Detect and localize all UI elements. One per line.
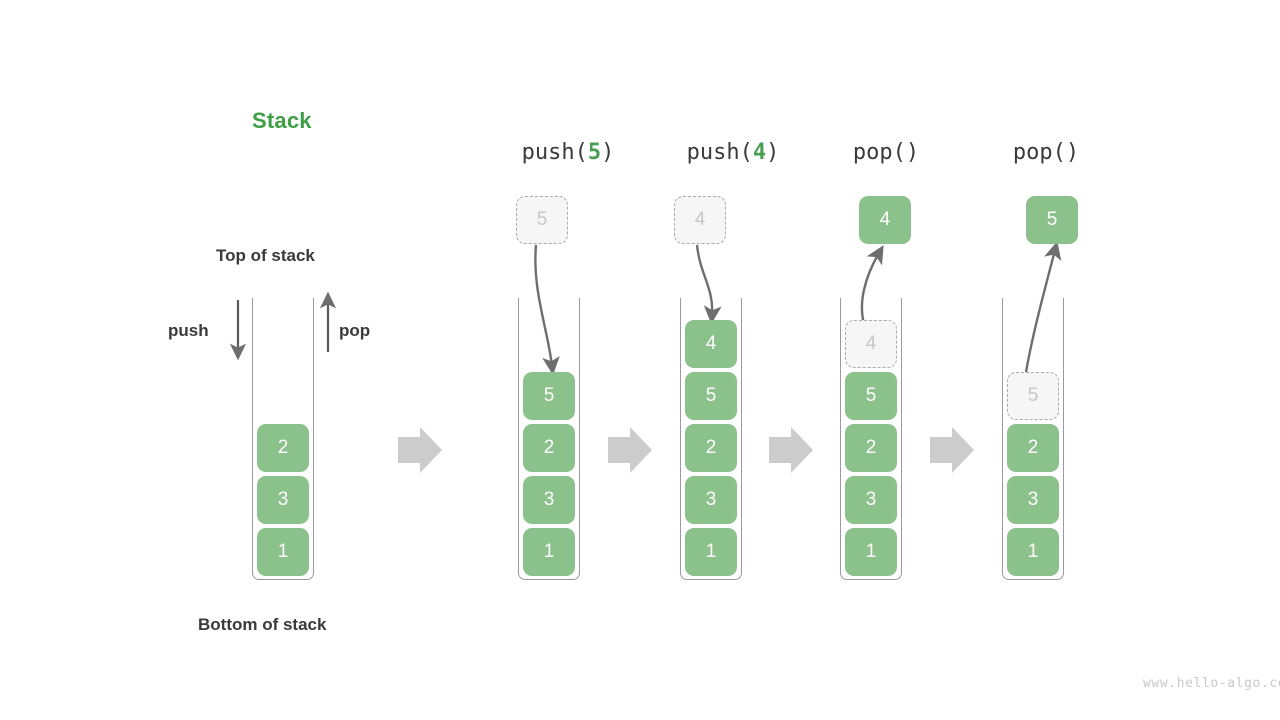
op-label-pop-5: pop()	[1013, 140, 1079, 165]
stack-cell[interactable]: 1	[523, 528, 575, 576]
floating-cell-push-5[interactable]: 5	[516, 196, 568, 244]
stack-column-push-4: 4 5 2 3 1	[680, 298, 742, 580]
stack-cell[interactable]: 1	[257, 528, 309, 576]
stack-cell[interactable]: 2	[685, 424, 737, 472]
stack-cell[interactable]: 4	[685, 320, 737, 368]
bottom-of-stack-label: Bottom of stack	[198, 615, 327, 634]
op-suffix: )	[601, 140, 615, 165]
stack-cell[interactable]: 3	[523, 476, 575, 524]
flow-arrow-3	[769, 427, 813, 473]
stack-cell[interactable]: 2	[523, 424, 575, 472]
stack-column-pop-5: 5 2 3 1	[1002, 298, 1064, 580]
stack-cell[interactable]: 2	[1007, 424, 1059, 472]
floating-cell-push-4[interactable]: 4	[674, 196, 726, 244]
floating-cell-pop-5[interactable]: 5	[1026, 196, 1078, 244]
stack-container	[680, 298, 742, 580]
stack-cell[interactable]: 3	[257, 476, 309, 524]
stack-cell[interactable]: 1	[685, 528, 737, 576]
op-arg: 5	[587, 140, 602, 165]
op-prefix: push(	[686, 140, 753, 165]
stack-cell[interactable]: 3	[685, 476, 737, 524]
op-arg: 4	[752, 140, 767, 165]
op-label-push-5: push(5)	[522, 140, 615, 165]
stack-container	[840, 298, 902, 580]
stack-cell[interactable]: 5	[845, 372, 897, 420]
stack-column-initial: 2 3 1	[252, 298, 314, 580]
flow-arrow-2	[608, 427, 652, 473]
page-title: Stack	[252, 108, 312, 133]
floating-cell-pop-4[interactable]: 4	[859, 196, 911, 244]
pop-label: pop	[339, 321, 371, 340]
watermark: www.hello-algo.com	[1143, 676, 1280, 691]
stack-column-pop-4: 4 5 2 3 1	[840, 298, 902, 580]
stack-cell[interactable]: 3	[845, 476, 897, 524]
op-prefix: pop()	[852, 140, 920, 165]
push-label: push	[168, 321, 209, 340]
op-suffix: )	[766, 140, 780, 165]
op-label-pop-4: pop()	[853, 140, 919, 165]
stack-cell[interactable]: 2	[845, 424, 897, 472]
stack-cell[interactable]: 5	[685, 372, 737, 420]
stack-cell[interactable]: 2	[257, 424, 309, 472]
op-prefix: push(	[521, 140, 588, 165]
stack-cell-ghost[interactable]: 5	[1007, 372, 1059, 420]
stack-cell[interactable]: 1	[845, 528, 897, 576]
op-label-push-4: push(4)	[687, 140, 780, 165]
stack-container	[518, 298, 580, 580]
stack-cell[interactable]: 1	[1007, 528, 1059, 576]
stack-cell[interactable]: 5	[523, 372, 575, 420]
op-prefix: pop()	[1012, 140, 1080, 165]
stack-cell[interactable]: 3	[1007, 476, 1059, 524]
top-of-stack-label: Top of stack	[216, 246, 315, 265]
flow-arrow-1	[398, 427, 442, 473]
flow-arrow-4	[930, 427, 974, 473]
stack-container	[1002, 298, 1064, 580]
stack-container	[252, 298, 314, 580]
stack-column-push-5: 5 2 3 1	[518, 298, 580, 580]
stack-cell-ghost[interactable]: 4	[845, 320, 897, 368]
